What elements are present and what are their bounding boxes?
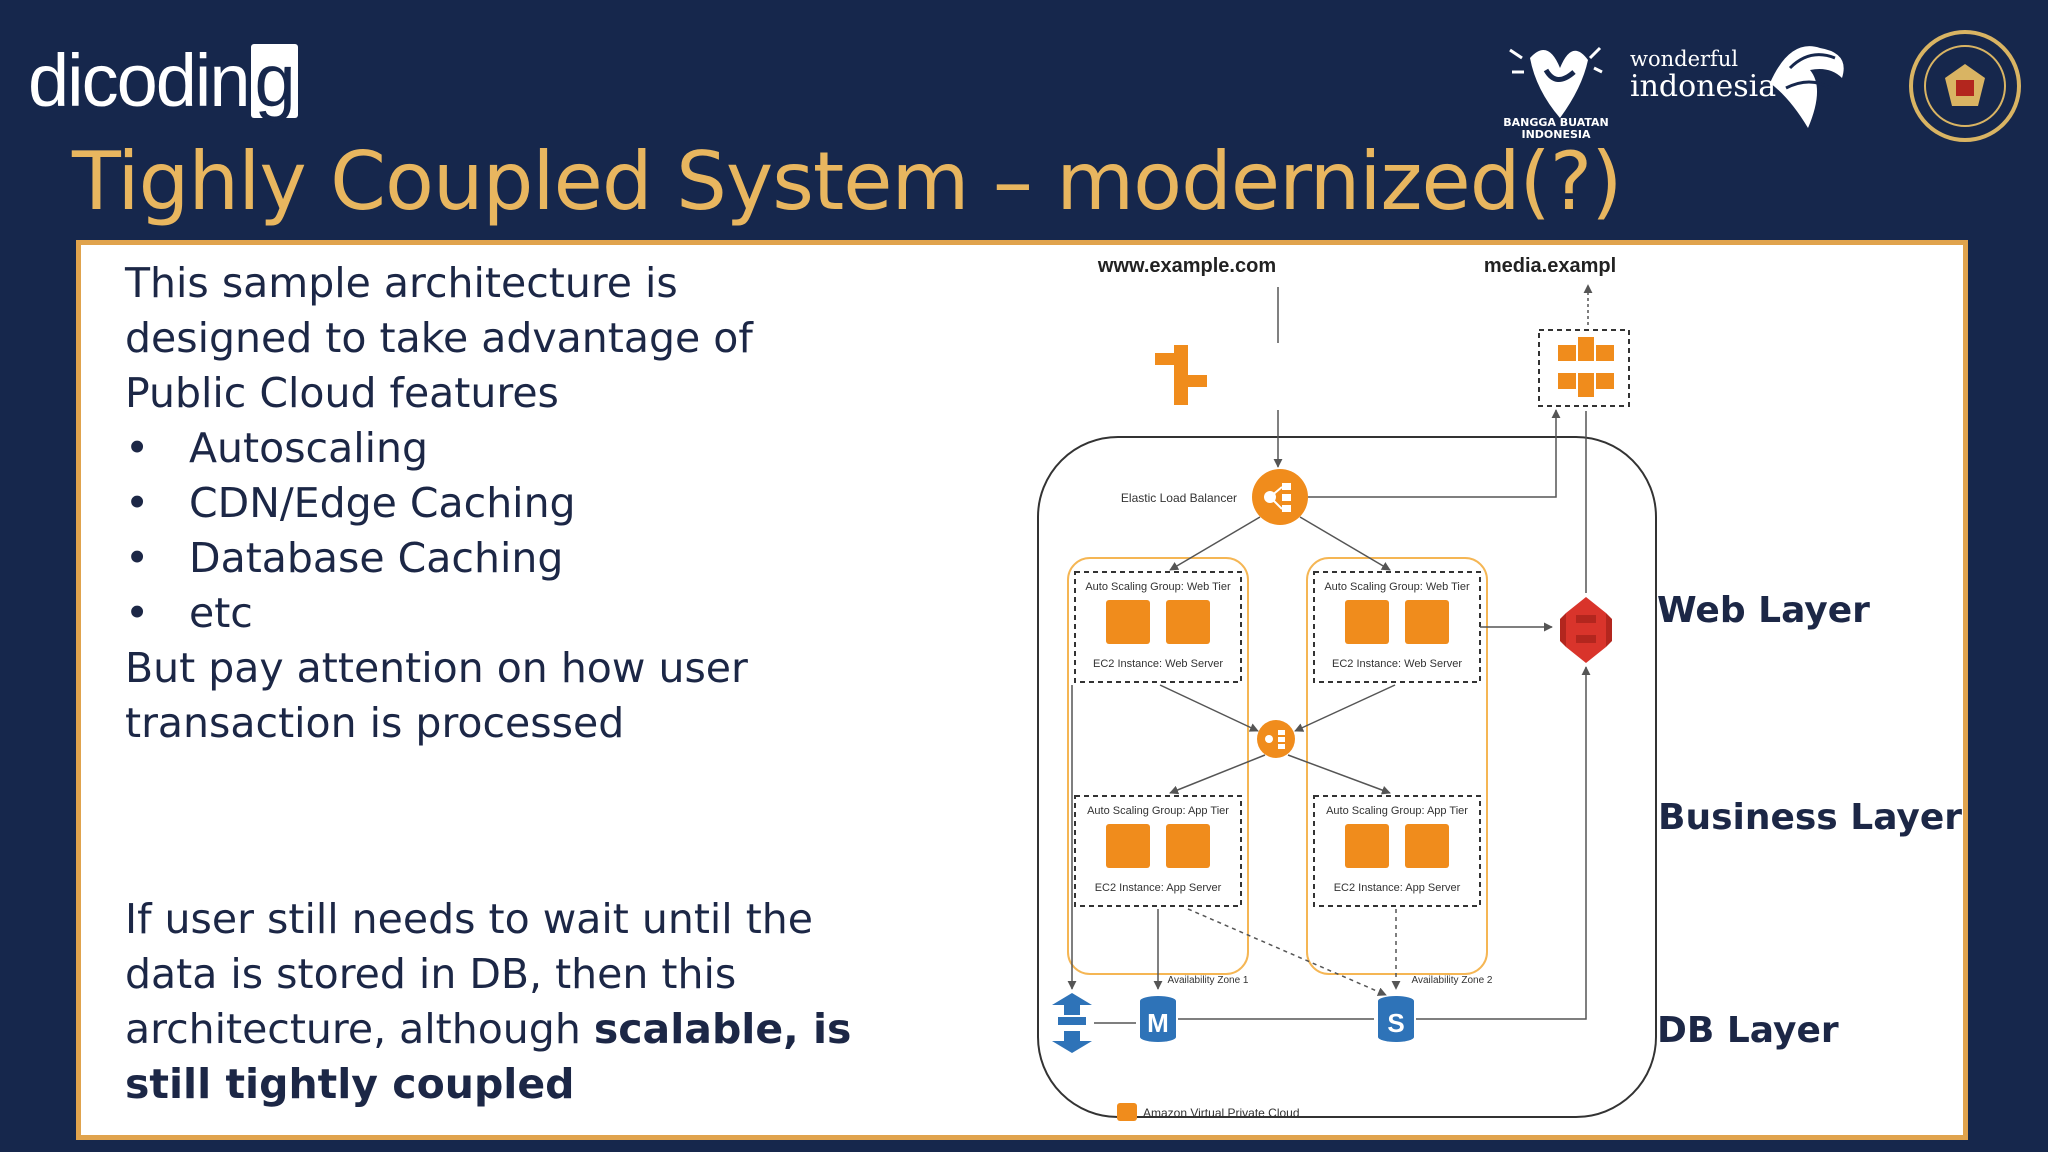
cloudfront-icon: [1558, 337, 1614, 397]
intro-line-2: designed to take advantage of: [125, 314, 753, 362]
rds-master-icon: M: [1140, 996, 1176, 1042]
feature-list: Autoscaling CDN/Edge Caching Database Ca…: [125, 421, 753, 641]
asg-app-right-label: Auto Scaling Group: App Tier: [1326, 805, 1468, 817]
asg-web-left-label: Auto Scaling Group: Web Tier: [1085, 581, 1231, 593]
conclusion-line-3: architecture, although scalable, is: [125, 1005, 852, 1053]
ec2-icon: [1405, 600, 1449, 644]
conclusion-line-4: still tightly coupled: [125, 1057, 851, 1112]
ec2-icon: [1166, 600, 1210, 644]
slide-title: Tighly Coupled System – modernized(?): [72, 135, 1622, 228]
business-layer-label: Business Layer: [1658, 797, 1963, 838]
web-layer-label: Web Layer: [1657, 590, 1870, 631]
az1-label: Availability Zone 1: [1168, 975, 1249, 986]
ec2-icon: [1345, 600, 1389, 644]
asg-web-right-label: Auto Scaling Group: Web Tier: [1324, 581, 1470, 593]
www-label: www.example.com: [1097, 255, 1276, 277]
connector: [1287, 754, 1391, 795]
connector: [1159, 684, 1259, 732]
ec2-icon: [1106, 824, 1150, 868]
bangga-buatan-logo: BANGGA BUATAN INDONESIA: [1503, 46, 1609, 141]
asg-app-left-label: Auto Scaling Group: App Tier: [1087, 805, 1229, 817]
partner-logos: BANGGA BUATAN INDONESIA wonderful indone…: [1503, 30, 2021, 142]
az2-label: Availability Zone 2: [1412, 975, 1493, 986]
az2-boundary: [1306, 557, 1488, 975]
asg-web-left: [1074, 571, 1242, 683]
elb-icon: [1252, 469, 1308, 525]
connector: [1294, 684, 1396, 732]
conclusion-bold-2: still tightly coupled: [125, 1060, 575, 1108]
intro-line-3: Public Cloud features: [125, 369, 559, 417]
ec2-app-left-label: EC2 Instance: App Server: [1095, 882, 1222, 894]
s3-icon: [1560, 597, 1612, 663]
connector: [1308, 409, 1561, 498]
wonderful-indonesia-logo: wonderful indonesia: [1630, 46, 1844, 128]
ec2-icon: [1106, 600, 1150, 644]
conclusion-line-1: If user still needs to wait until the: [125, 895, 814, 943]
ec2-web-right-label: EC2 Instance: Web Server: [1332, 658, 1462, 670]
feature-item: Autoscaling: [125, 421, 753, 476]
ec2-icon: [1405, 824, 1449, 868]
ec2-icon: [1166, 824, 1210, 868]
intro-line-1: This sample architecture is: [125, 259, 678, 307]
conclusion-text: If user still needs to wait until the da…: [125, 892, 851, 1112]
dynamodb-icon: [1052, 993, 1092, 1053]
connector: [1169, 754, 1266, 795]
feature-item: CDN/Edge Caching: [125, 476, 753, 531]
vpc-label: Amazon Virtual Private Cloud: [1143, 1106, 1300, 1120]
ec2-app-right-label: EC2 Instance: App Server: [1334, 882, 1461, 894]
dicoding-logo-g: g: [250, 44, 298, 118]
dicoding-logo: dicoding: [28, 44, 298, 118]
vpc-boundary: [1037, 436, 1657, 1118]
wonderful-text: wonderful: [1630, 47, 1738, 71]
conclusion-line-2: data is stored in DB, then this: [125, 950, 737, 998]
architecture-diagram: www.example.com media.exampl Elastic Loa…: [1037, 255, 1657, 1121]
rds-master-letter: M: [1147, 1008, 1169, 1038]
rds-standby-icon: S: [1378, 996, 1414, 1042]
attention-line-2: transaction is processed: [125, 699, 625, 747]
media-label: media.exampl: [1484, 255, 1616, 277]
route53-icon: [1155, 345, 1207, 405]
rds-standby-letter: S: [1387, 1008, 1404, 1038]
asg-app-right: [1313, 795, 1481, 907]
cloudfront-box: [1538, 329, 1630, 407]
feature-item: etc: [125, 586, 753, 641]
conclusion-bold-1: scalable, is: [593, 1005, 852, 1053]
bangga-line1: BANGGA BUATAN: [1503, 116, 1609, 129]
elb-label: Elastic Load Balancer: [1121, 491, 1237, 505]
intro-text: This sample architecture is designed to …: [125, 256, 753, 751]
content-panel: [76, 240, 1968, 1140]
ec2-icon: [1345, 824, 1389, 868]
connector: [1299, 516, 1391, 571]
feature-item: Database Caching: [125, 531, 753, 586]
indonesia-text: indonesia: [1630, 69, 1776, 104]
vpc-icon: [1117, 1103, 1137, 1121]
asg-app-left: [1074, 795, 1242, 907]
bangga-line2: INDONESIA: [1521, 128, 1591, 141]
ec2-web-left-label: EC2 Instance: Web Server: [1093, 658, 1223, 670]
db-layer-label: DB Layer: [1657, 1010, 1839, 1051]
attention-line-1: But pay attention on how user: [125, 644, 748, 692]
internal-elb-icon: [1257, 720, 1295, 758]
connector: [1416, 666, 1591, 1020]
connector: [1187, 908, 1387, 996]
garuda-seal-icon: [1909, 30, 2021, 142]
connector: [1169, 516, 1261, 571]
